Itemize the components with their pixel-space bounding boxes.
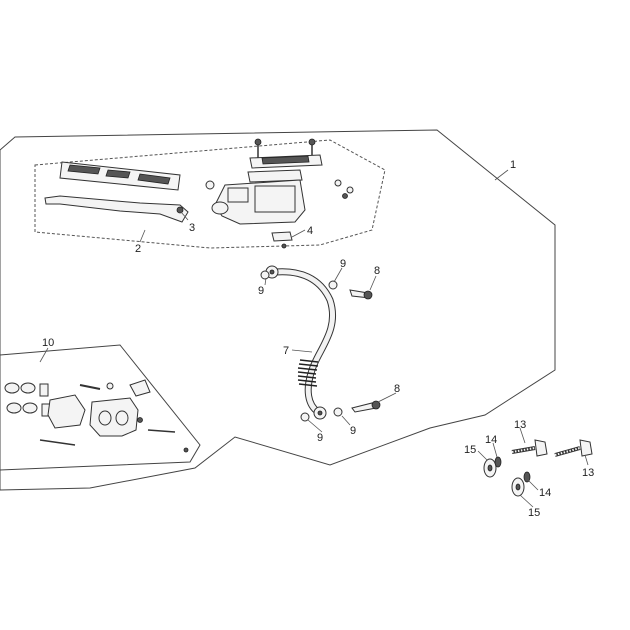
callout-2: 2 bbox=[135, 243, 141, 255]
assembly-1-outline bbox=[0, 129, 556, 491]
callout-9-top-right: 9 bbox=[340, 258, 346, 270]
callout-15-bottom: 15 bbox=[528, 507, 540, 519]
callout-9-bottom-right: 9 bbox=[350, 425, 356, 437]
caliper-group-outline bbox=[0, 344, 201, 471]
callout-13-right: 13 bbox=[582, 467, 594, 479]
callout-8-upper: 8 bbox=[374, 265, 380, 277]
callout-14-top: 14 bbox=[485, 434, 497, 446]
callout-7: 7 bbox=[283, 345, 289, 357]
callout-1: 1 bbox=[510, 159, 516, 171]
caliper-art bbox=[4, 379, 189, 453]
callout-10: 10 bbox=[42, 337, 54, 349]
callout-8-lower: 8 bbox=[394, 383, 400, 395]
callout-4: 4 bbox=[307, 225, 313, 237]
callout-14-bottom: 14 bbox=[539, 487, 551, 499]
leader-lines bbox=[39, 169, 589, 508]
brake-hose-art bbox=[260, 265, 381, 422]
callout-13-left: 13 bbox=[514, 419, 526, 431]
master-cylinder-group-outline bbox=[34, 139, 386, 249]
fasteners-art bbox=[483, 439, 593, 497]
callout-3: 3 bbox=[189, 222, 195, 234]
master-cylinder-art bbox=[44, 138, 354, 249]
callout-15-top: 15 bbox=[464, 444, 476, 456]
callout-9-top-left: 9 bbox=[258, 285, 264, 297]
callout-9-bottom-left: 9 bbox=[317, 432, 323, 444]
